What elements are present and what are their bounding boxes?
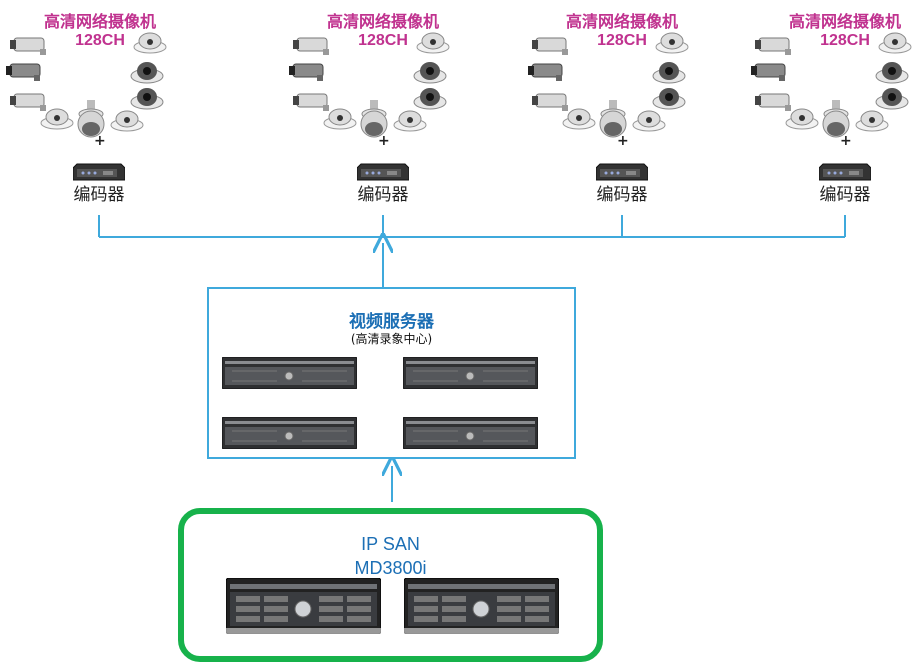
camera-icon (751, 60, 791, 86)
camera-icon (875, 60, 909, 88)
camera-icon (532, 90, 572, 116)
camera-icon (413, 86, 447, 114)
plus-sign: + (378, 133, 390, 149)
camera-group-count: 128CH (820, 32, 870, 49)
encoder-icon (595, 160, 649, 181)
camera-icon (133, 30, 167, 58)
camera-icon (528, 60, 568, 86)
storage-array-icon (225, 577, 382, 638)
encoder-icon (818, 160, 872, 181)
camera-icon (110, 108, 144, 136)
video-server-box: 视频服务器 (高清录象中心) (207, 287, 576, 459)
camera-icon (323, 106, 357, 134)
encoder-icon (72, 160, 126, 181)
encoder-label: 编码器 (596, 185, 648, 205)
camera-group-count: 128CH (358, 32, 408, 49)
camera-icon (10, 34, 50, 60)
camera-icon (652, 60, 686, 88)
camera-group-title: 高清网络摄像机 (326, 12, 439, 31)
ip-san-title: IP SAN (361, 534, 420, 554)
camera-icon (875, 86, 909, 114)
plus-sign: + (617, 133, 629, 149)
camera-icon (357, 100, 391, 142)
rack-server-icon (402, 416, 539, 453)
camera-icon (413, 60, 447, 88)
camera-icon (562, 106, 596, 134)
camera-group-title: 高清网络摄像机 (788, 12, 901, 31)
camera-icon (289, 60, 329, 86)
rack-server-icon (221, 356, 358, 393)
camera-icon (6, 60, 46, 86)
video-server-subtitle: (高清录象中心) (350, 332, 433, 346)
camera-icon (293, 90, 333, 116)
encoder-label: 编码器 (819, 185, 871, 205)
encoder-label: 编码器 (357, 185, 409, 205)
camera-group-count: 128CH (597, 32, 647, 49)
video-server-title: 视频服务器 (349, 312, 434, 332)
plus-sign: + (94, 133, 106, 149)
camera-icon (785, 106, 819, 134)
encoder-icon (356, 160, 410, 181)
plus-sign: + (840, 133, 852, 149)
ip-san-box: IP SAN MD3800i (178, 508, 603, 662)
storage-array-icon (403, 577, 560, 638)
camera-icon (74, 100, 108, 142)
camera-icon (855, 108, 889, 136)
camera-icon (130, 86, 164, 114)
camera-icon (393, 108, 427, 136)
camera-group-count: 128CH (75, 32, 125, 49)
ip-san-model: MD3800i (354, 558, 427, 578)
camera-icon (532, 34, 572, 60)
camera-icon (652, 86, 686, 114)
camera-icon (655, 30, 689, 58)
camera-icon (10, 90, 50, 116)
camera-group-title: 高清网络摄像机 (43, 12, 156, 31)
encoder-label: 编码器 (73, 185, 125, 205)
camera-icon (596, 100, 630, 142)
camera-icon (293, 34, 333, 60)
camera-icon (416, 30, 450, 58)
rack-server-icon (402, 356, 539, 393)
camera-group-title: 高清网络摄像机 (565, 12, 678, 31)
camera-icon (40, 106, 74, 134)
camera-icon (819, 100, 853, 142)
camera-icon (755, 90, 795, 116)
rack-server-icon (221, 416, 358, 453)
camera-icon (632, 108, 666, 136)
camera-icon (755, 34, 795, 60)
camera-icon (130, 60, 164, 88)
camera-icon (878, 30, 912, 58)
